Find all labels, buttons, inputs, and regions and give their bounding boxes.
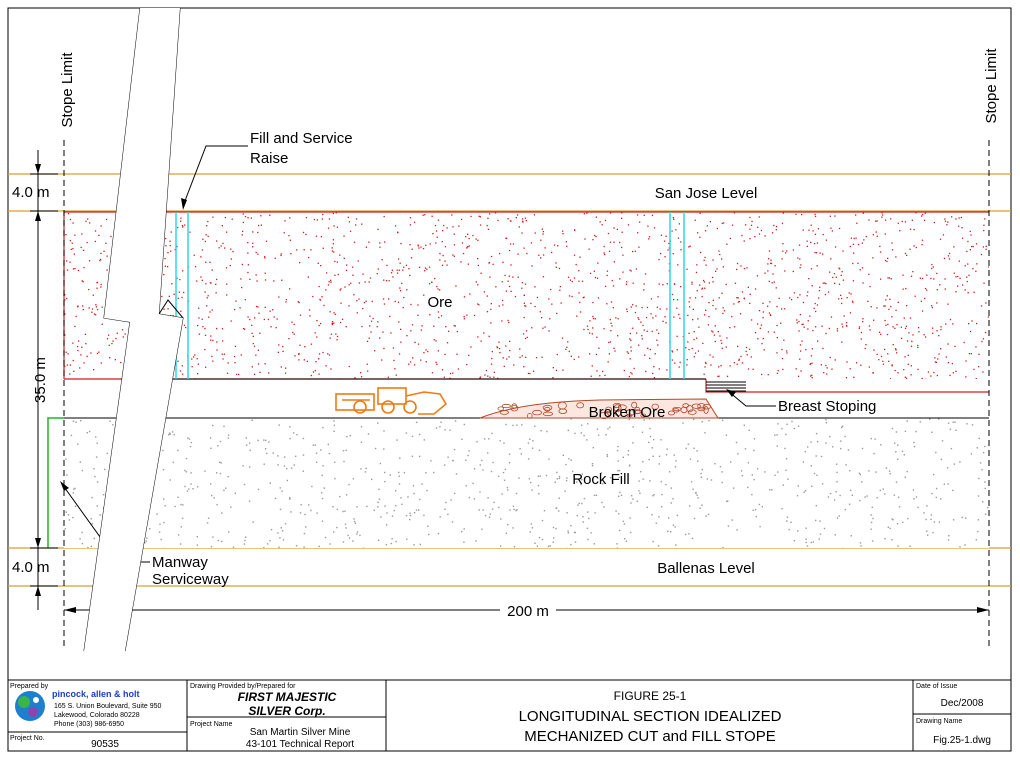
company-name: pincock, allen & holt (52, 689, 140, 699)
break-line-symbol (83, 7, 184, 652)
broken-ore-pile (479, 398, 719, 420)
stope-limit-left-label: Stope Limit (59, 52, 76, 128)
ballenas-level-label: Ballenas Level (657, 560, 755, 577)
client-name-line2: SILVER Corp. (248, 704, 325, 718)
project-name-label: Project Name (190, 721, 233, 728)
project-no-label: Project No. (10, 735, 45, 742)
project-no-value: 90535 (91, 739, 119, 750)
date-label: Date of Issue (916, 683, 957, 690)
title-block: Prepared by pincock, allen & holt 165 S.… (8, 679, 1011, 751)
vertical-dimension (30, 150, 58, 610)
figure-title-line1: LONGITUDINAL SECTION IDEALIZED (519, 708, 782, 725)
rock-fill-body (64, 417, 989, 548)
drawing-name-label: Drawing Name (916, 718, 962, 725)
pincock-logo (15, 691, 45, 721)
broken-ore-label: Broken Ore (589, 404, 666, 421)
manway-serviceway (47, 417, 64, 548)
prepared-by-label: Prepared by (10, 683, 49, 690)
project-name-line2: 43-101 Technical Report (246, 739, 354, 750)
company-address-2: Lakewood, Colorado 80228 (54, 712, 140, 719)
ore-label: Ore (427, 294, 452, 311)
drawing-name-value: Fig.25-1.dwg (933, 735, 991, 746)
horizontal-dimension (64, 607, 989, 613)
client-name-line1: FIRST MAJESTIC (238, 690, 337, 704)
rock-fill-label: Rock Fill (572, 471, 630, 488)
manway-label-line2: Serviceway (152, 571, 229, 588)
project-name-line1: San Martin Silver Mine (250, 727, 351, 738)
breast-stoping-label: Breast Stoping (778, 398, 876, 415)
drawing-border (7, 7, 1012, 752)
dim-bottom-label: 4.0 m (12, 559, 50, 576)
figure-title-line2: MECHANIZED CUT and FILL STOPE (524, 728, 775, 745)
breast-stoping-leader-line (727, 390, 776, 407)
date-value: Dec/2008 (941, 698, 984, 709)
figure-number: FIGURE 25-1 (614, 689, 687, 703)
san-jose-level-label: San Jose Level (655, 185, 758, 202)
raise-leader-line (182, 145, 248, 207)
fill-raise-label-line2: Raise (250, 150, 288, 167)
loader-vehicle-icon (335, 387, 448, 415)
fill-service-raise-right (669, 212, 685, 379)
company-phone: Phone (303) 986-6950 (54, 721, 124, 728)
dim-width-label: 200 m (507, 603, 549, 620)
dim-mid-label: 35.0 m (32, 357, 49, 403)
manway-label-line1: Manway (152, 554, 208, 571)
breast-stoping-hatch (706, 381, 746, 392)
dim-top-label: 4.0 m (12, 184, 50, 201)
company-address-1: 165 S. Union Boulevard, Suite 950 (54, 703, 162, 710)
stope-limit-right-label: Stope Limit (983, 48, 1000, 124)
fill-raise-label-line1: Fill and Service (250, 130, 353, 147)
drawing-provided-label: Drawing Provided by/Prepared for (190, 683, 296, 690)
ore-body (63, 211, 989, 393)
